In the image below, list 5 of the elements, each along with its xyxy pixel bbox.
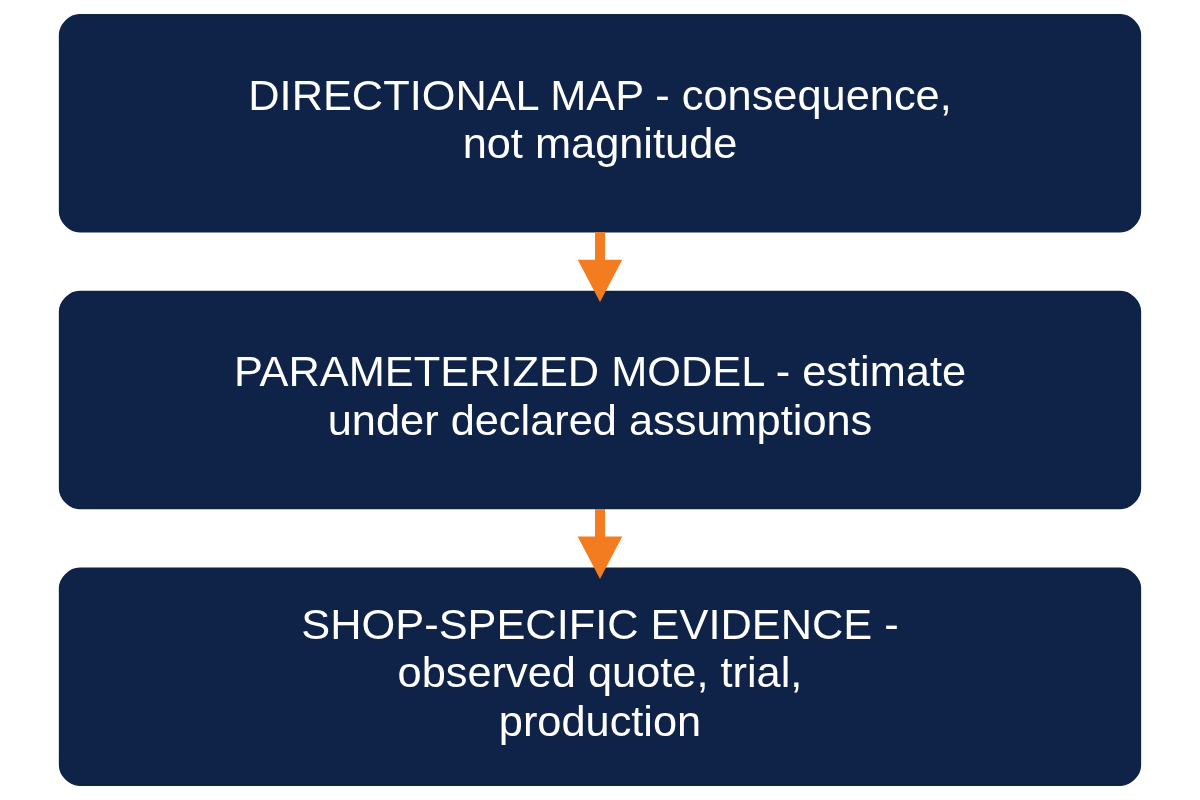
node-box: PARAMETERIZED MODEL - estimate under declared assumptions — [58, 290, 1142, 510]
node-box: DIRECTIONAL MAP - consequence, not magnitude — [58, 13, 1142, 233]
node-box: SHOP-SPECIFIC EVIDENCE - observed quote, trial, production — [58, 567, 1142, 787]
arrow — [577, 232, 623, 303]
arrow — [577, 509, 623, 579]
